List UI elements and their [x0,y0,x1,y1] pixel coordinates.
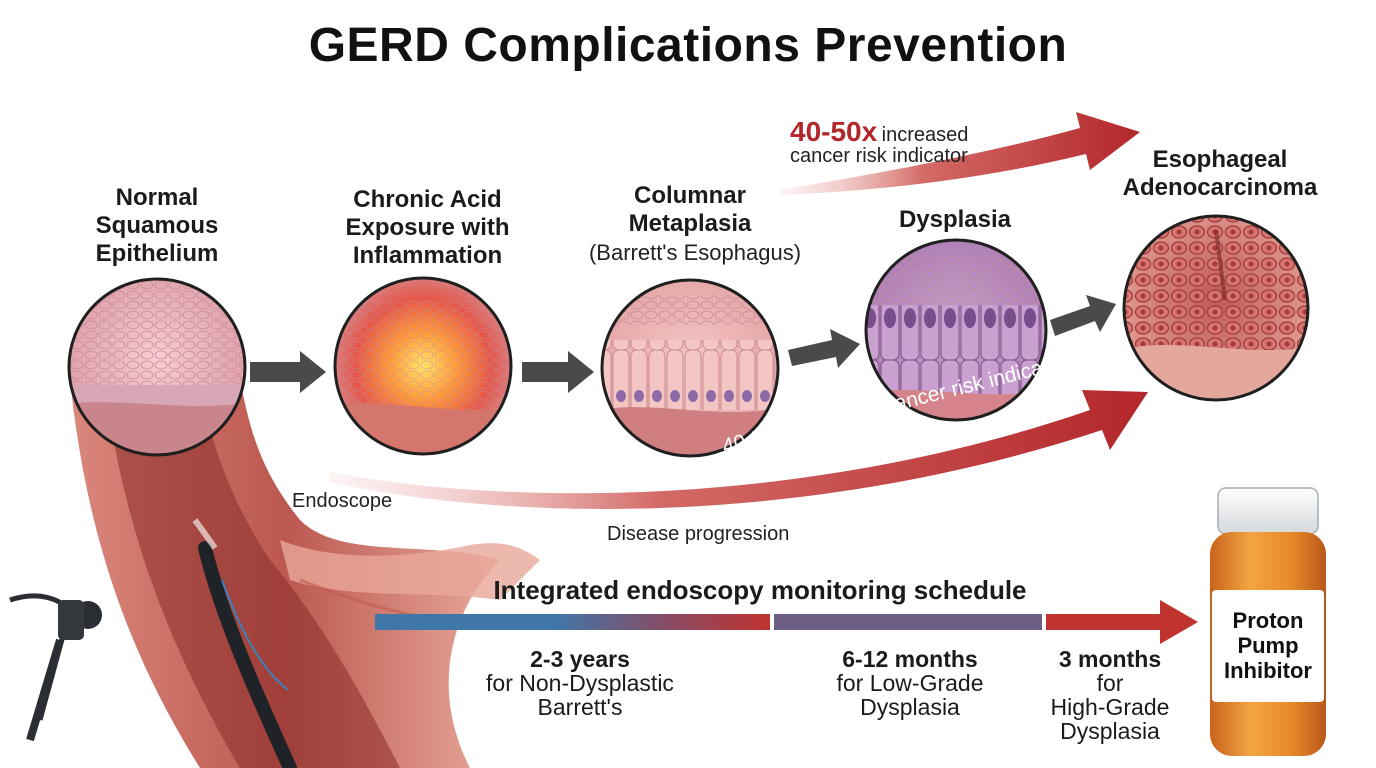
interval-low-grade: 6-12 months for Low-Grade Dysplasia [790,647,1030,719]
stage-label-inflammation: Chronic Acid Exposure with Inflammation [345,186,510,269]
interval-non-dysplastic: 2-3 years for Non-Dysplastic Barrett's [440,647,720,719]
interval-detail: for Low-Grade [836,670,984,696]
tissue-barretts [600,278,780,458]
interval-detail: Dysplasia [860,694,960,720]
risk-arrow-curved [330,390,1148,509]
stage-label-normal: Normal Squamous Epithelium [95,184,219,267]
stage-label-metaplasia: Columnar Metaplasia [628,182,752,237]
interval-period: 6-12 months [842,646,978,672]
risk-arrow-top [780,112,1140,195]
pill-label-line: Pump [1237,633,1299,658]
progression-arrows [250,295,1116,393]
interval-detail: for Non-Dysplastic [486,670,674,696]
interval-detail: High-Grade [1050,694,1170,720]
schedule-title: Integrated endoscopy monitoring schedule [493,575,1027,605]
risk-increased: increased [881,124,969,146]
stage-label-adenocarcinoma: Esophageal Adenocarcinoma [1122,146,1318,201]
page-title: GERD Complications Prevention [308,19,1068,72]
tissue-inflamed [333,276,513,456]
risk-multiplier: 40-50x [790,116,878,147]
pill-bottle-label: Proton Pump Inhibitor [1212,608,1324,683]
esophagus-illustration [70,380,541,768]
interval-period: 3 months [1058,646,1162,672]
interval-detail: Barrett's [537,694,623,720]
progression-label: Disease progression [607,523,790,545]
tissue-adenocarcinoma [1122,214,1310,402]
risk-label-top-line2: cancer risk indicator [790,145,968,167]
interval-high-grade: 3 months for High-Grade Dysplasia [1030,647,1190,743]
pill-label-line: Proton [1232,608,1304,633]
interval-detail: Dysplasia [1060,718,1160,744]
interval-period: 2-3 years [530,646,630,672]
pill-bottle [1210,487,1326,756]
endoscope-illustration [9,518,297,768]
risk-label-top: 40-50x increased [790,116,1050,148]
stage-label-dysplasia: Dysplasia [898,206,1012,233]
endoscope-label: Endoscope [292,490,393,512]
interval-detail: for [1096,670,1124,696]
monitoring-timeline [375,600,1198,644]
stage-sub-metaplasia: (Barrett's Esophagus) [588,240,802,265]
pill-label-line: Inhibitor [1224,658,1312,683]
